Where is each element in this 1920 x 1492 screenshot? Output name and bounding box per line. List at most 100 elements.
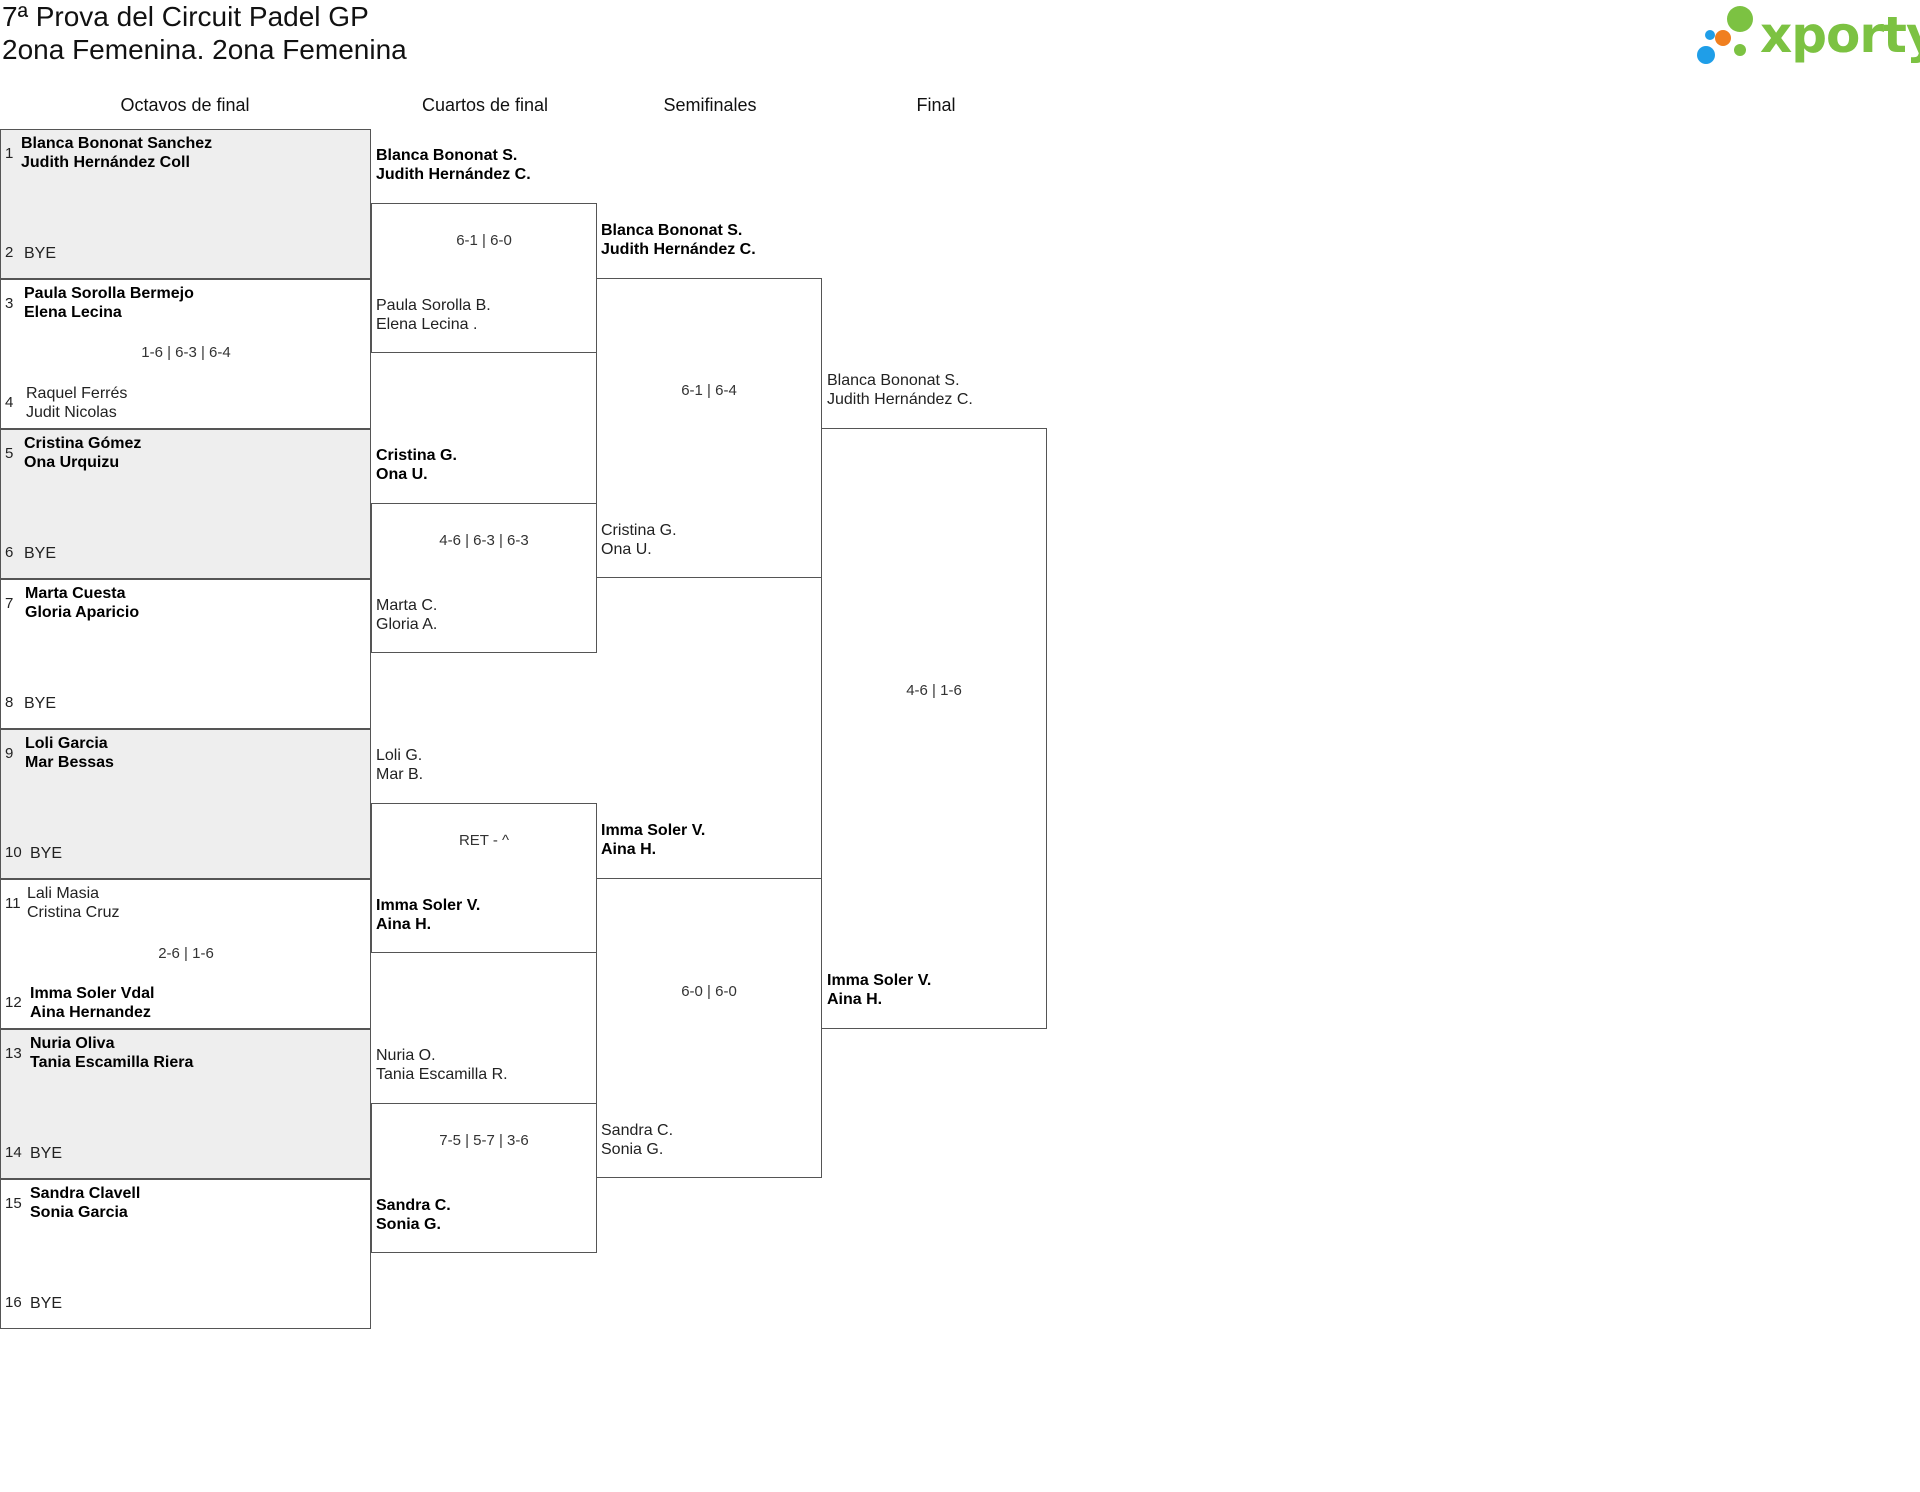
r1-match-8 [0,1179,371,1329]
team-player: Marta Cuesta [25,585,126,602]
seed-number: 1 [5,145,14,162]
team-player: Tania Escamilla Riera [30,1054,194,1071]
team-player: Sandra C. [376,1197,451,1214]
match-score: 4-6 | 1-6 [906,682,962,699]
seed-number: 4 [5,394,14,411]
team-player: Paula Sorolla B. [376,297,491,314]
team-player: Judith Hernández C. [601,241,756,258]
seed-number: 12 [5,994,22,1011]
team-player: Elena Lecina . [376,316,478,333]
team-player: Nuria Oliva [30,1035,115,1052]
round-header-cuartos: Cuartos de final [421,95,549,115]
seed-number: 5 [5,445,14,462]
team-player: Imma Soler V. [376,897,481,914]
seed-number: 10 [5,844,22,861]
team-player: Sandra C. [601,1122,674,1139]
r1-match-7 [0,1029,371,1179]
r2-match-4 [371,1103,597,1253]
tournament-title: 7ª Prova del Circuit Padel GP [2,1,369,32]
team-player: Judit Nicolas [26,404,117,421]
team-player: Mar B. [376,766,424,783]
team-player: Ona U. [376,466,428,483]
team-player: Raquel Ferrés [26,385,128,402]
team-player: Judith Hernández Coll [21,154,190,171]
team-player: BYE [24,695,57,712]
seed-number: 13 [5,1045,22,1062]
team-player: Aina Hernandez [30,1004,151,1021]
seed-number: 15 [5,1195,22,1212]
team-player: Aina H. [827,991,883,1008]
match-score: RET - ^ [458,832,510,849]
seed-number: 2 [5,244,14,261]
team-player: Nuria O. [376,1047,436,1064]
team-player: Imma Soler V. [827,972,932,989]
seed-number: 3 [5,295,14,312]
r1-match-4 [0,579,371,729]
team-player: Ona Urquizu [24,454,120,471]
r1-match-3 [0,429,371,579]
r1-match-1 [0,129,371,279]
team-player: Tania Escamilla R. [376,1066,508,1083]
team-player: Sonia Garcia [30,1204,128,1221]
team-player: Mar Bessas [25,754,114,771]
match-score: 6-1 | 6-0 [456,232,512,249]
team-player: Aina H. [376,916,432,933]
team-player: Blanca Bononat S. [827,372,960,389]
team-player: Loli Garcia [25,735,108,752]
team-player: Elena Lecina [24,304,122,321]
team-player: Cristina Cruz [27,904,120,921]
r2-match-2 [371,503,597,653]
team-player: BYE [24,545,57,562]
team-player: Loli G. [376,747,423,764]
team-player: Imma Soler Vdal [30,985,155,1002]
seed-number: 8 [5,694,14,711]
team-player: BYE [30,845,63,862]
r1-match-5 [0,729,371,879]
team-player: Judith Hernández C. [376,166,531,183]
match-score: 2-6 | 1-6 [158,945,214,962]
round-header-octavos: Octavos de final [120,95,250,115]
team-player: Cristina Gómez [24,435,142,452]
team-player: Cristina G. [376,447,457,464]
seed-number: 16 [5,1294,22,1311]
team-player: BYE [30,1295,63,1312]
team-player: Cristina G. [601,522,677,539]
match-score: 4-6 | 6-3 | 6-3 [439,532,529,549]
team-player: BYE [24,245,57,262]
team-player: Judith Hernández C. [827,391,973,408]
match-score: 7-5 | 5-7 | 3-6 [439,1132,529,1149]
r1-match-6 [0,879,371,1029]
team-player: Paula Sorolla Bermejo [24,285,194,302]
match-score: 6-1 | 6-4 [681,382,737,399]
team-player: Sonia G. [601,1141,664,1158]
round-header-final: Final [916,95,956,115]
match-score: 1-6 | 6-3 | 6-4 [141,344,231,361]
team-player: Sonia G. [376,1216,441,1233]
seed-number: 14 [5,1144,22,1161]
logo-dot-blue-small-icon [1705,30,1715,40]
seed-number: 6 [5,544,14,561]
team-player: Ona U. [601,541,652,558]
match-score: 6-0 | 6-0 [681,983,737,1000]
logo-dot-green-icon [1727,6,1753,32]
team-player: Sandra Clavell [30,1185,141,1202]
logo-dot-orange-icon [1715,30,1731,46]
team-player: Imma Soler V. [601,822,706,839]
logo-dot-blue-large-icon [1697,46,1715,64]
seed-number: 9 [5,745,14,762]
logo-dot-green-small-icon [1734,44,1746,56]
team-player: Marta C. [376,597,438,614]
seed-number: 7 [5,595,14,612]
team-player: BYE [30,1145,63,1162]
team-player: Gloria A. [376,616,438,633]
final-match [821,428,1047,1029]
team-player: Gloria Aparicio [25,604,140,621]
round-header-semifinales: Semifinales [663,95,757,115]
team-player: Blanca Bononat Sanchez [21,135,213,152]
team-player: Blanca Bononat S. [376,147,518,164]
team-player: Lali Masia [27,885,100,902]
team-player: Blanca Bononat S. [601,222,743,239]
logo-text: xporty [1760,6,1920,64]
xporty-logo: xporty [1690,2,1920,68]
team-player: Aina H. [601,841,657,858]
